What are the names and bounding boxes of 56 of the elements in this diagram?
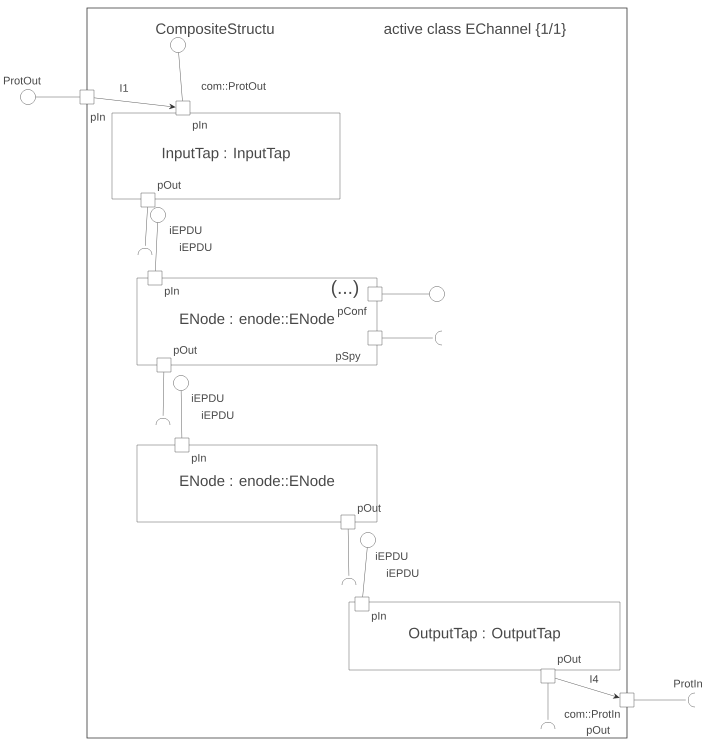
port-label: pIn [192, 121, 207, 131]
interface-label: iEPDU [202, 410, 234, 420]
port-square [620, 692, 634, 708]
port-square [156, 358, 172, 372]
port-label: pOut [558, 655, 581, 665]
ellipsis-label: (...) [332, 280, 358, 298]
port-label: pOut [174, 346, 197, 356]
frame-title: CompositeStructu [156, 23, 274, 37]
lollipop-circle [360, 532, 376, 548]
connector [362, 547, 368, 597]
socket-symbol [342, 578, 356, 586]
lollipop-circle [429, 286, 445, 302]
connector [555, 678, 620, 699]
port-square [354, 596, 370, 612]
port-label: pConf [338, 306, 367, 318]
port-label: pSpy [336, 352, 360, 362]
port-square [80, 90, 94, 104]
interface-label: iEPDU [180, 242, 212, 252]
interface-label: iEPDU [376, 552, 408, 560]
port-square [148, 270, 162, 286]
port-label: pIn [164, 287, 179, 297]
edge-label: I1 [118, 83, 130, 93]
connector [94, 98, 176, 110]
socket-symbol [138, 248, 152, 256]
connector [36, 96, 80, 98]
socket-symbol [540, 722, 556, 730]
port-label: pIn [90, 113, 105, 123]
edge-label: I4 [588, 674, 600, 684]
port-square [174, 438, 190, 452]
port-label: com::ProtOut [202, 82, 266, 90]
port-square [368, 330, 382, 346]
socket-symbol [435, 330, 442, 346]
frame-title: active class EChannel {1/1} [384, 23, 566, 37]
connector [145, 207, 148, 246]
connector [180, 390, 182, 438]
interface-label: iEPDU [170, 226, 202, 234]
lollipop-circle [170, 37, 186, 53]
port-square [176, 100, 190, 116]
port-square [140, 192, 156, 208]
connector [162, 372, 164, 416]
port-square [340, 514, 356, 530]
lollipop-circle [173, 375, 189, 391]
port-label: pIn [192, 454, 206, 464]
lollipop-circle [150, 207, 166, 223]
port-square [540, 668, 556, 684]
port-label: pIn [372, 612, 386, 622]
connector [178, 52, 183, 101]
port-label: pOut [158, 181, 181, 191]
port-label: com::ProtIn [564, 710, 620, 718]
connector [348, 529, 350, 576]
connector [155, 222, 158, 271]
port-square [368, 286, 382, 302]
socket-symbol [156, 418, 170, 426]
interface-label: iEPDU [386, 568, 418, 578]
interface-label: iEPDU [192, 394, 224, 402]
port-label: pOut [586, 726, 610, 736]
